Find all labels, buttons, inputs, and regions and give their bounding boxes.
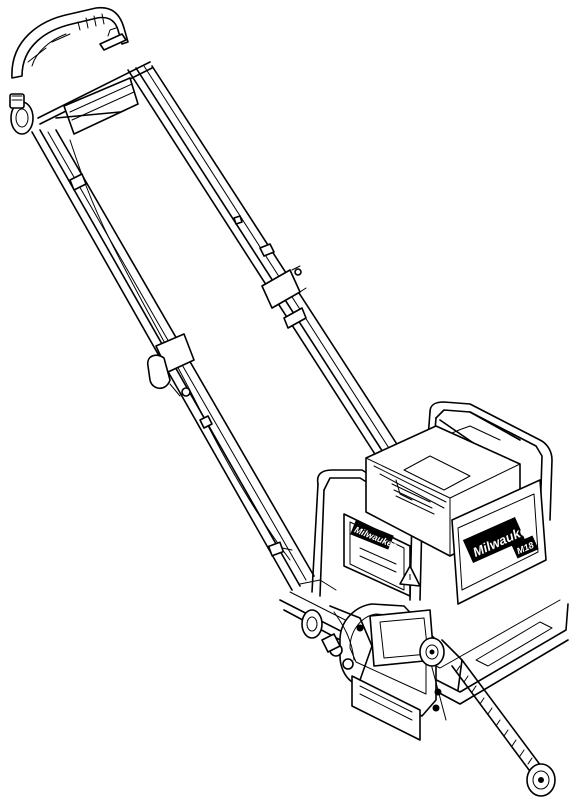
tube-clamp-right	[261, 265, 307, 329]
side-panel-right: Milwaukee M18	[451, 479, 547, 605]
handle-knob-icon	[9, 93, 34, 135]
control-box	[55, 77, 139, 135]
linkage-assembly	[321, 605, 447, 721]
handle-grip	[11, 6, 153, 125]
tube-clamp-left	[146, 333, 195, 397]
belt-guard	[339, 603, 437, 741]
warning-triangle-icon	[399, 565, 421, 587]
throttle-bracket-icon	[99, 27, 127, 51]
extension-rod	[451, 659, 545, 775]
cable-clips	[69, 173, 275, 429]
handle-tubes	[31, 65, 403, 591]
end-pad-icon	[526, 763, 556, 797]
muffler-hub-icon	[419, 637, 463, 691]
wheel	[301, 609, 323, 639]
